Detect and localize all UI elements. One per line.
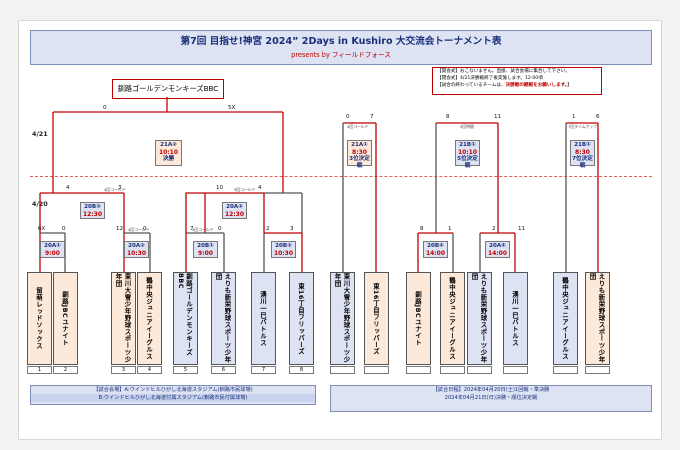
team-box: 鶴中央ジュニアイーグルス — [553, 272, 578, 365]
team-number: 2 — [53, 366, 78, 374]
score: 8 — [420, 226, 424, 232]
venue-box: 【試合会場】A:ウインドヒルひがし北海道スタジアム(釧路市民球場) B:ウインド… — [30, 385, 316, 405]
result-tag: 4回コールド — [192, 227, 214, 232]
team-number — [503, 366, 528, 374]
team-number: 7 — [251, 366, 276, 374]
team-number — [467, 366, 492, 374]
score: 1 — [572, 114, 576, 120]
date-label: 4/21 — [32, 130, 48, 138]
score: 7 — [370, 114, 374, 120]
score: 1 — [448, 226, 452, 232]
venue-a: 【試合会場】A:ウインドヒルひがし北海道スタジアム(釧路市民球場) — [93, 387, 253, 393]
team-box: 鶴中央ジュニアイーグルス — [137, 272, 162, 365]
team-box: 湧川一巳バトルス — [503, 272, 528, 365]
result-tag: 4回コールド — [104, 187, 126, 192]
score: 0 — [143, 226, 147, 232]
score: 0 — [62, 226, 66, 232]
venue-b: B:ウインドヒルひがし北海道付属スタジアム(釧路市民付属球場) — [31, 394, 315, 402]
note-line: 【閉会式】4/21決勝戦終了後実施します。12:00頃 — [437, 75, 543, 81]
score: 11 — [518, 226, 526, 232]
score: 4 — [258, 185, 262, 191]
team-box: 釧路ゴールデンモンキーズBBC — [173, 272, 198, 365]
team-number — [406, 366, 431, 374]
score: 4 — [66, 185, 70, 191]
team-box: 東16丁目フリッパーズ — [289, 272, 314, 365]
score: 0 — [218, 226, 222, 232]
schedule-line: 【試合日程】2024年04月20日(土)1回戦・準決勝 — [432, 387, 550, 393]
score: 6 — [596, 114, 600, 120]
result-tag: 5回時間 — [460, 124, 474, 129]
team-number: 8 — [289, 366, 314, 374]
score: 6X — [38, 226, 46, 232]
team-number: 5 — [173, 366, 198, 374]
team-number: 4 — [137, 366, 162, 374]
team-box: 釧路JBCユナイト — [53, 272, 78, 365]
team-number — [440, 366, 465, 374]
team-box: えりも新栄野球スポーツ少年団 — [211, 272, 236, 365]
page-title: 第7回 目指せ!神宮 2024” 2Days in Kushiro 大交流会トー… — [180, 36, 502, 47]
score: 2 — [266, 226, 270, 232]
team-box: 東川大雪少年野球スポーツ少年団 — [330, 272, 355, 365]
score: 0 — [103, 105, 107, 111]
seed-team-box: 釧路ゴールデンモンキーズBBC — [112, 79, 224, 99]
note-line: 【開会式】おこないません。直接、試合会場に集合して下さい。 — [437, 69, 570, 74]
team-box: 留萌レッドソックス — [27, 272, 52, 365]
page-subtitle: presents by フィールドフォース — [291, 51, 391, 59]
score: 7 — [190, 226, 194, 232]
score: 8 — [446, 114, 450, 120]
team-number: 1 — [27, 366, 52, 374]
score: 12 — [116, 226, 124, 232]
team-box: えりも新栄野球スポーツ少年団 — [467, 272, 492, 365]
team-number — [585, 366, 610, 374]
team-number — [553, 366, 578, 374]
score: 0 — [346, 114, 350, 120]
team-number — [364, 366, 389, 374]
team-number: 6 — [211, 366, 236, 374]
team-box: 東川大雪少年野球スポーツ少年団 — [111, 272, 136, 365]
schedule-line: 2024年04月21日(日)決勝・順位決定戦 — [444, 395, 538, 401]
team-number: 3 — [111, 366, 136, 374]
result-tag: 4回コールド — [128, 227, 150, 232]
score: 5X — [228, 105, 236, 111]
team-box: 鶴中央ジュニアイーグルス — [440, 272, 465, 365]
team-box: 湧川一巳バトルス — [251, 272, 276, 365]
note-line: 【試合の終わっているチームは、決勝戦の観戦をお願いします。】 — [437, 82, 572, 88]
team-box: 釧路JBCユナイト — [406, 272, 431, 365]
score: 3 — [118, 185, 122, 191]
notes-box: 【開会式】おこないません。直接、試合会場に集合して下さい。 【閉会式】4/21決… — [432, 67, 602, 95]
team-box: えりも新栄野球スポーツ少年団 — [585, 272, 610, 365]
team-number — [330, 366, 355, 374]
result-tag: 7回タイムアップ — [568, 124, 597, 129]
score: 10 — [216, 185, 224, 191]
result-tag: 5回コールド — [234, 187, 256, 192]
schedule-box: 【試合日程】2024年04月20日(土)1回戦・準決勝 2024年04月21日(… — [330, 385, 652, 412]
score: 11 — [494, 114, 502, 120]
score: 2 — [492, 226, 496, 232]
score: 3 — [290, 226, 294, 232]
result-tag: 4回コールド — [347, 124, 369, 129]
team-box: 東16丁目フリッパーズ — [364, 272, 389, 365]
day-divider — [30, 176, 652, 177]
title-banner: 第7回 目指せ!神宮 2024” 2Days in Kushiro 大交流会トー… — [30, 30, 652, 65]
